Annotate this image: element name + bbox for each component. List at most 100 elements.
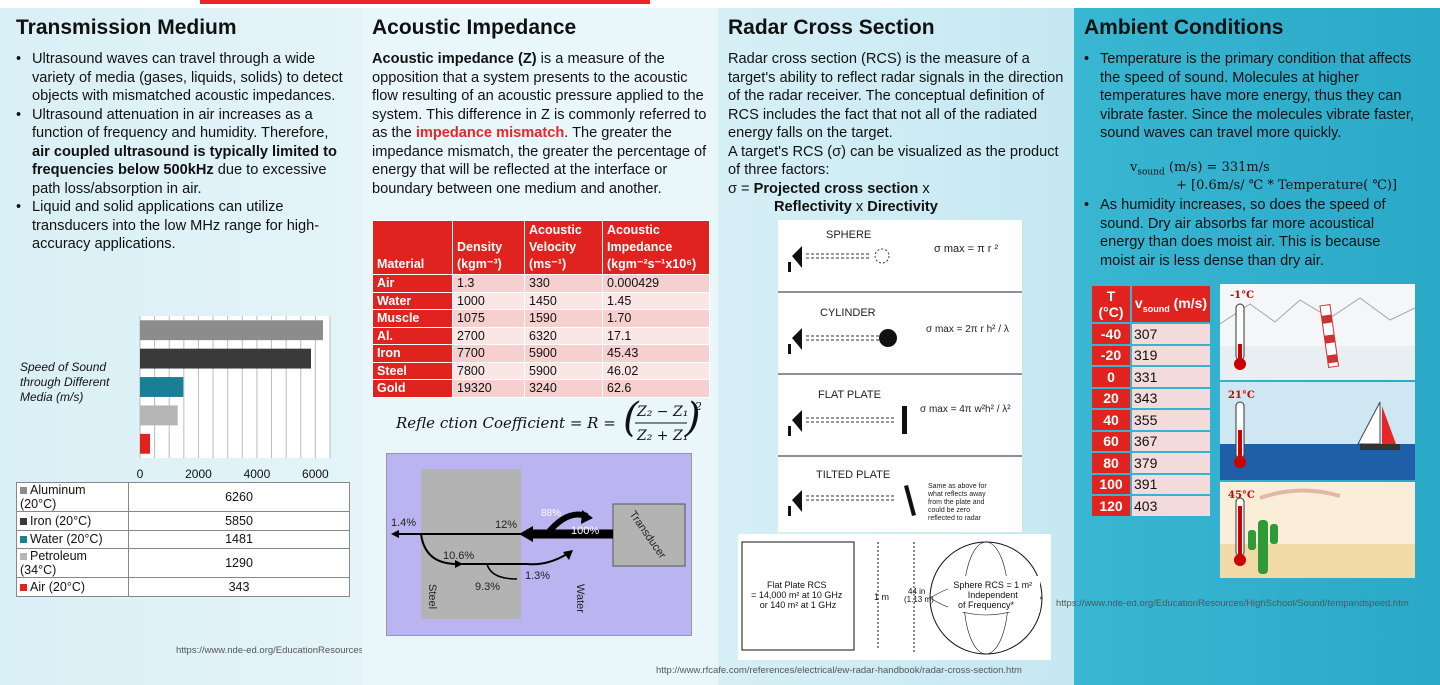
source-url[interactable]: https://www.nde-ed.org/EducationResource… — [1056, 598, 1409, 609]
table-cell: 343 — [1132, 388, 1210, 408]
term: Directivity — [867, 199, 938, 215]
table-cell: 7700 — [452, 344, 525, 363]
reflection-formula: Refle ction Coefficient = R = ( Z₂ − Z₁ … — [396, 395, 702, 450]
table-cell: 5900 — [524, 361, 603, 380]
col-header: Material — [372, 220, 453, 275]
rcs-shapes-svg: SPHERE CYLINDER FLAT PLATE TILTED PLATE … — [778, 229, 1022, 522]
bullet-bold: air coupled ultrasound is typically limi… — [32, 143, 337, 179]
eq-text: v — [1130, 160, 1138, 175]
table-cell: 62.6 — [602, 379, 710, 398]
shape-label: SPHERE — [826, 229, 871, 241]
col-header: T (°C) — [1092, 286, 1130, 322]
table-cell: 100 — [1092, 474, 1130, 494]
table-cell: 120 — [1092, 496, 1130, 516]
th-text: v — [1134, 294, 1143, 311]
table-cell: 379 — [1132, 453, 1210, 473]
sphere-rcs-text: Sphere RCS = 1 m² Independent of Frequen… — [953, 580, 1034, 610]
table-cell: 60 — [1092, 431, 1130, 451]
table-cell: Iron — [372, 344, 453, 363]
table-cell: 319 — [1132, 345, 1210, 365]
svg-text:Z₂ + Z₁: Z₂ + Z₁ — [636, 428, 688, 444]
th-text: (m/s) — [1169, 294, 1208, 311]
table-cell: 0 — [1092, 367, 1130, 387]
source-url[interactable]: http://www.rfcafe.com/references/electri… — [656, 665, 1022, 676]
dim-label-44: 44 in (1.13 m) — [904, 587, 934, 604]
radar-title: Radar Cross Section — [728, 16, 935, 39]
table-cell: 5900 — [524, 344, 603, 363]
x-tick-label: 4000 — [244, 467, 271, 481]
svg-text:Z₂ − Z₁: Z₂ − Z₁ — [636, 404, 688, 420]
svg-text:(: ( — [623, 398, 640, 441]
bar — [140, 377, 184, 397]
rcs-comparison-figure: Flat Plate RCS = 14,000 m² at 10 GHz or … — [738, 534, 1051, 660]
dim-label: 1 m — [874, 592, 889, 602]
table-cell: 355 — [1132, 410, 1210, 430]
table-cell: 3240 — [524, 379, 603, 398]
formula-fraction: ( Z₂ − Z₁ Z₂ + Z₁ ) 2 — [623, 395, 702, 444]
rcs-equation-2: Reflectivity x Directivity — [728, 198, 1064, 217]
table-cell: 1590 — [524, 309, 603, 328]
table-cell: 1450 — [524, 291, 603, 310]
table-row: Aluminum (20°C)6260 — [16, 482, 350, 512]
table-cell: 1.70 — [602, 309, 710, 328]
legend-swatch — [20, 517, 27, 525]
table-cell: -20 — [1092, 345, 1130, 365]
legend-swatch — [20, 553, 27, 560]
eq-text: (m/s) = 331m/s — [1164, 160, 1270, 175]
pct-label: 1.4% — [391, 517, 416, 529]
radar-antenna-icons — [788, 246, 802, 516]
pct-label: 9.3% — [475, 581, 500, 593]
radar-paragraph: Radar cross section (RCS) is the measure… — [728, 50, 1064, 217]
radar-panel: Radar Cross Section Radar cross section … — [656, 8, 1074, 685]
table-cell: -40 — [1092, 324, 1130, 344]
legend-label: Iron (20°C) — [30, 513, 92, 528]
thermometer-icons — [1234, 303, 1246, 566]
bullet: Liquid and solid applications can utiliz… — [16, 198, 350, 254]
legend-cell: Water (20°C) — [16, 529, 129, 549]
col-header: vsound (m/s) — [1132, 286, 1210, 322]
ambient-bullets: Temperature is the primary condition tha… — [1084, 50, 1414, 143]
flat-rcs-text: Flat Plate RCS = 14,000 m² at 10 GHz or … — [751, 580, 845, 610]
table-cell: 46.02 — [602, 361, 710, 380]
legend-cell: Air (20°C) — [16, 577, 129, 597]
pct-label: 100% — [571, 525, 599, 537]
text: Radar cross section (RCS) is the measure… — [728, 51, 1064, 141]
table-cell: 80 — [1092, 453, 1130, 473]
table-cell: 0.000429 — [602, 274, 710, 293]
scene-temp-label: 45°C — [1228, 490, 1255, 501]
transmission-panel: Transmission Medium Ultrasound waves can… — [0, 8, 644, 685]
bullet: Temperature is the primary condition tha… — [1084, 50, 1414, 143]
table-row: Water (20°C)1481 — [16, 529, 350, 549]
bullet: Ultrasound waves can travel through a wi… — [16, 50, 350, 106]
top-bar — [0, 0, 1440, 8]
pct-label: 88% — [541, 508, 561, 519]
title-fragment — [200, 0, 650, 4]
table-cell: Gold — [372, 379, 453, 398]
tilted-note: Same as above for what reflects away fro… — [927, 483, 989, 522]
impedance-paragraph: Acoustic impedance (Z) is a measure of t… — [372, 50, 712, 198]
pct-label: 10.6% — [443, 550, 474, 562]
text: A target's RCS (σ) can be visualized as … — [728, 143, 1059, 179]
highlight: impedance mismatch — [415, 125, 565, 141]
bullet-text: Ultrasound attenuation in air increases … — [32, 106, 329, 142]
scene-temp-label: 21°C — [1228, 390, 1255, 401]
text: is a measure of the opposition that a sy… — [372, 51, 707, 141]
text: σ = — [728, 180, 754, 197]
bar — [140, 405, 178, 426]
table-cell: 2700 — [452, 326, 525, 345]
bar — [140, 320, 323, 341]
legend-label: Water (20°C) — [30, 532, 103, 547]
svg-text:): ) — [684, 398, 701, 441]
